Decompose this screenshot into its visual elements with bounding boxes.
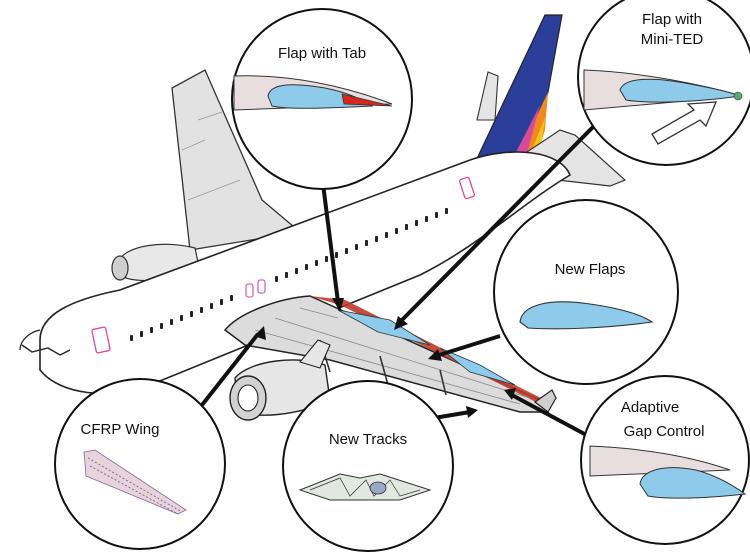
pointer-arrowheads — [254, 298, 516, 418]
callout-cfrp-wing: CFRP Wing — [54, 378, 226, 550]
callout-label-mini-ted-line1: Flap with — [642, 11, 702, 28]
callout-label-cfrp-wing: CFRP Wing — [81, 421, 160, 438]
callout-label-adaptive-line1: Adaptive — [621, 399, 679, 416]
callout-label-mini-ted-line2: Mini-TED — [641, 31, 704, 48]
fuselage — [19, 151, 571, 395]
callout-label-new-tracks: New Tracks — [329, 431, 407, 448]
callout-new-flaps: New Flaps — [493, 199, 679, 385]
callout-new-tracks: New Tracks — [282, 380, 454, 552]
callout-label-flap-with-tab: Flap with Tab — [278, 45, 366, 62]
callout-label-new-flaps: New Flaps — [555, 261, 626, 278]
callout-flap-with-mini-ted: Flap with Mini-TED — [577, 0, 750, 166]
pointer-lines — [185, 124, 596, 440]
near-engine — [229, 339, 331, 421]
callout-label-adaptive-line2: Gap Control — [624, 423, 705, 440]
near-wing — [223, 295, 557, 413]
callout-adaptive-gap-control: Adaptive Gap Control — [580, 375, 750, 545]
callout-flap-with-tab: Flap with Tab — [231, 8, 413, 190]
